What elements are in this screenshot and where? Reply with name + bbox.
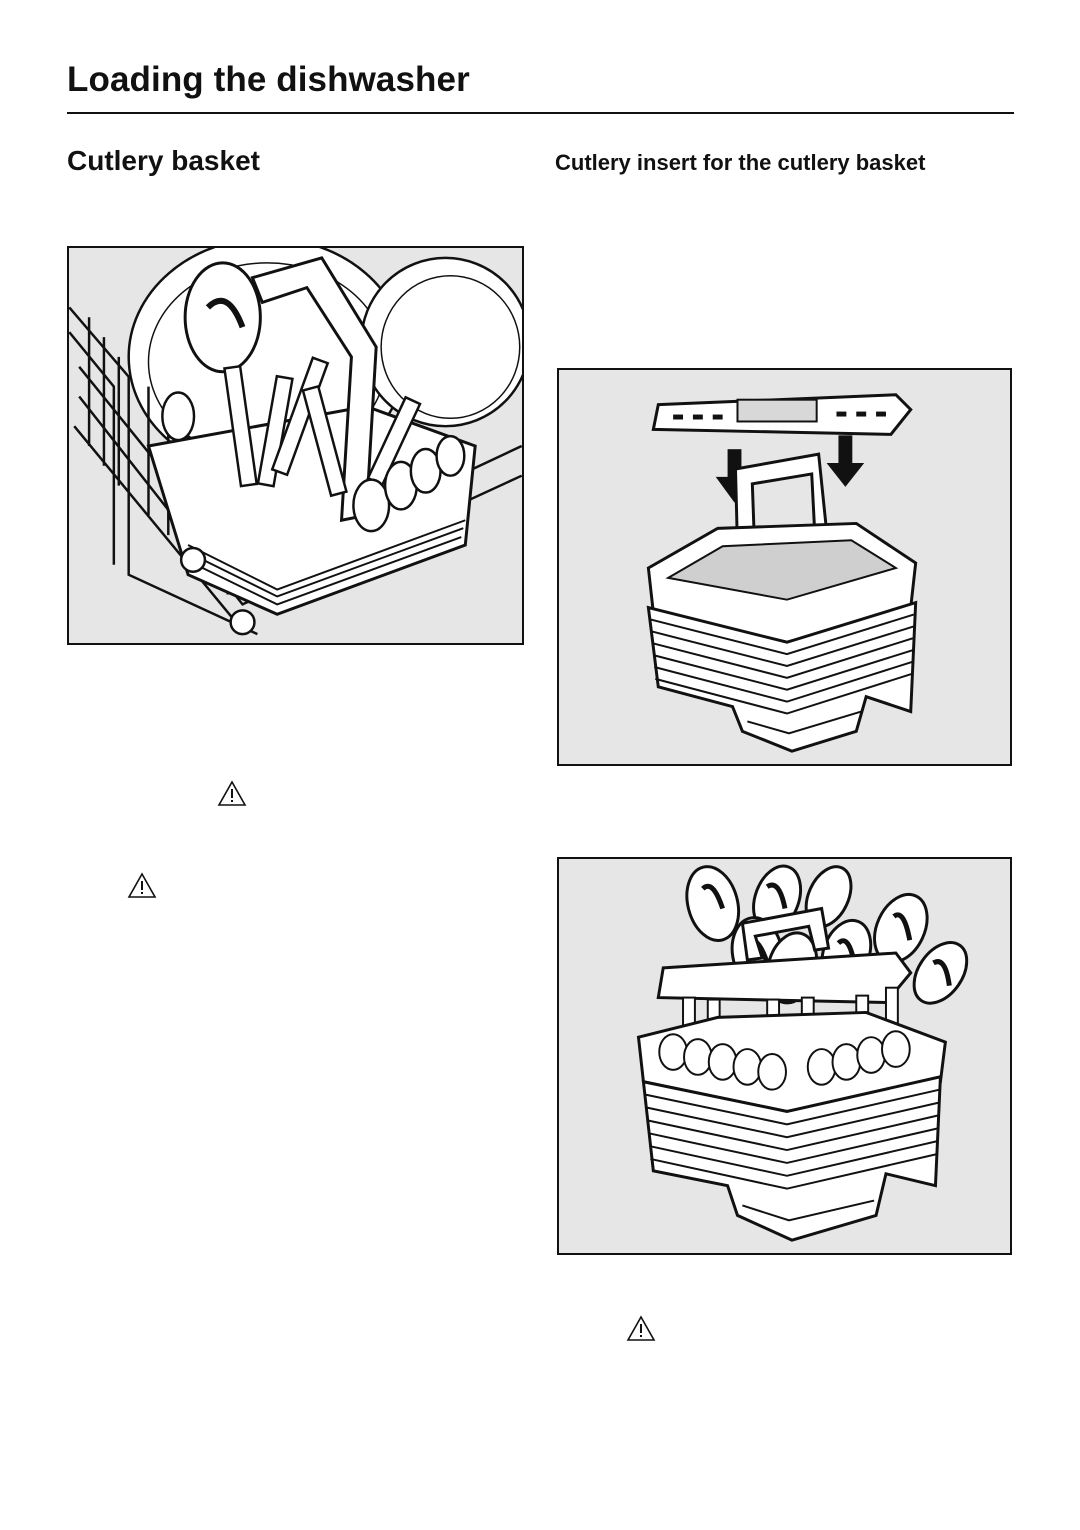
cutlery-insert-loaded-drawing [636,864,969,1242]
cutlery-basket-illustration [67,246,524,645]
cutlery-insert-heading: Cutlery insert for the cutlery basket [555,150,926,175]
page-title: Loading the dishwasher [67,60,470,99]
cutlery-basket-drawing [69,248,522,636]
warning-triangle-icon [626,1315,656,1342]
title-divider [67,112,1014,114]
cutlery-basket-heading: Cutlery basket [67,145,260,176]
cutlery-insert-fitting-drawing [646,393,918,753]
cutlery-insert-fitting-illustration [557,368,1012,766]
warning-triangle-icon [127,872,157,899]
warning-triangle-icon [217,780,247,807]
cutlery-insert-loaded-illustration [557,857,1012,1255]
